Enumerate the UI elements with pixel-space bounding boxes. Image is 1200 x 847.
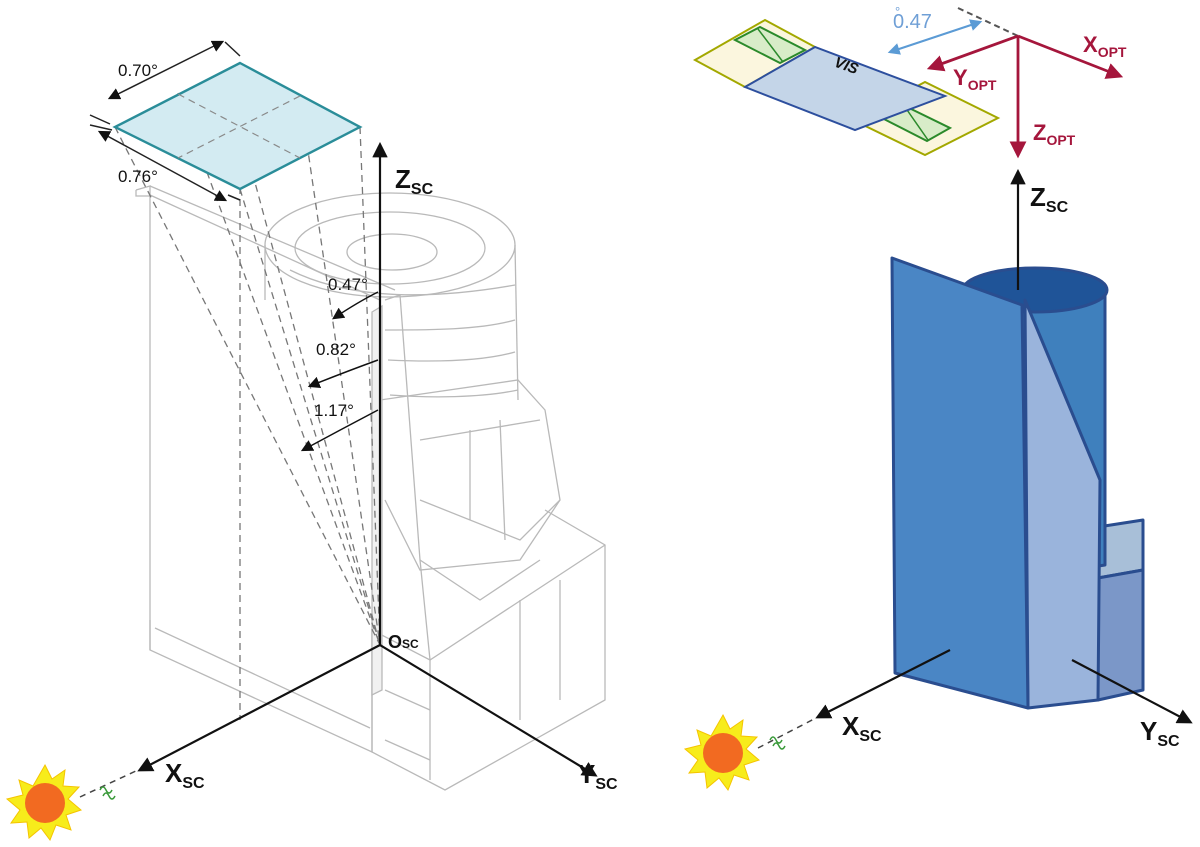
offset-value: 0.47 (893, 11, 932, 33)
right-x-sub: SC (859, 728, 882, 745)
angle-label-082: 0.82° (316, 340, 356, 359)
left-y-axis-sub: SC (595, 776, 618, 793)
opt-y-axis-line (926, 34, 1019, 72)
opt-y-sub: OPT (968, 77, 997, 93)
opt-y-axis-label: YOPT (953, 65, 997, 93)
left-y-axis-main: Y (578, 759, 595, 789)
left-z-axis-main: Z (395, 164, 411, 194)
right-y-axis-label: YSC (1140, 716, 1180, 750)
focal-plane: VIS (692, 18, 1001, 157)
right-diagram: VIS 0.47 ° XOPT YOPT ZOPT (683, 4, 1193, 792)
left-diagram: 0.70° 0.76° 0.47° 0.82° 1.17° OSC ZSC XS… (5, 40, 618, 842)
right-z-axis-label: ZSC (1030, 182, 1069, 216)
right-y-main: Y (1140, 716, 1157, 746)
right-y-sub: SC (1157, 733, 1180, 750)
service-module-front (1096, 568, 1145, 702)
fov-width-label: 0.70° (118, 61, 158, 80)
left-z-axis-sub: SC (411, 181, 434, 198)
angle-arcs (300, 291, 379, 452)
origin-label-sub: SC (402, 637, 419, 651)
opt-z-main: Z (1033, 120, 1046, 145)
right-sc-axes (815, 168, 1193, 724)
right-x-main: X (842, 711, 860, 741)
left-y-axis-label: YSC (578, 759, 618, 793)
origin-label-main: O (388, 632, 402, 652)
left-sc-axes (137, 141, 598, 777)
left-y-axis-line (379, 644, 598, 777)
opt-y-main: Y (953, 65, 968, 90)
spacecraft-block-model (890, 256, 1145, 710)
left-x-axis-label: XSC (165, 758, 205, 792)
opt-x-axis-label: XOPT (1083, 32, 1127, 60)
opt-x-axis-line (1017, 34, 1124, 79)
left-x-axis-line (137, 644, 381, 772)
offset-degree-mark: ° (895, 4, 900, 19)
offset-indicator: 0.47 ° (887, 4, 1019, 55)
opt-axes (926, 34, 1124, 159)
sunshield-front-face (890, 256, 1030, 710)
right-x-axis-label: XSC (842, 711, 882, 745)
right-z-main: Z (1030, 182, 1046, 212)
opt-x-main: X (1083, 32, 1098, 57)
right-y-axis-line (1071, 659, 1193, 724)
left-z-axis-label: ZSC (395, 164, 434, 198)
left-x-axis-sub: SC (182, 775, 205, 792)
fov-height-label: 0.76° (118, 167, 158, 186)
fov-dimension-lines (89, 40, 241, 202)
spacecraft-line-drawing (135, 185, 606, 791)
left-sun-icon (5, 763, 139, 842)
angle-label-117: 1.17° (314, 401, 354, 420)
right-x-axis-line (815, 649, 951, 719)
vis-panel (742, 45, 948, 132)
origin-label: OSC (388, 632, 419, 652)
right-z-sub: SC (1046, 199, 1069, 216)
offset-label: 0.47 (893, 11, 932, 33)
opt-z-sub: OPT (1046, 132, 1075, 148)
opt-z-axis-label: ZOPT (1033, 120, 1076, 148)
right-sun-icon (683, 713, 817, 792)
opt-x-sub: OPT (1098, 44, 1127, 60)
left-x-axis-main: X (165, 758, 183, 788)
angle-label-047: 0.47° (328, 275, 368, 294)
